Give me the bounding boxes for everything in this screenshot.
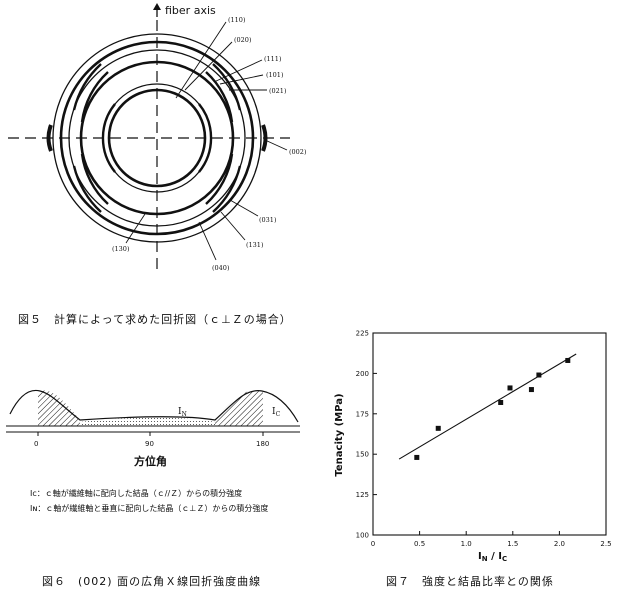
- fiber-axis-arrow-icon: [153, 3, 161, 17]
- y-tick-label: 200: [356, 370, 369, 378]
- figure5-diffraction-pattern: fiber axis: [8, 3, 307, 272]
- leader-040: [198, 221, 217, 261]
- y-tick-label: 150: [356, 451, 369, 459]
- leader-031: [229, 199, 259, 217]
- label-131: (131): [246, 241, 264, 249]
- ring-111: [79, 60, 235, 216]
- regression-line: [398, 353, 577, 460]
- ic-hatched-region-left: [38, 390, 80, 426]
- leader-131: [220, 211, 246, 241]
- y-tick-label: 100: [356, 532, 369, 540]
- x-axis-label: IN / IC: [478, 551, 507, 563]
- arc-reflection-left-1: [101, 103, 116, 173]
- arc-reflection-right-4: [212, 63, 242, 111]
- reflection-002-right-spot: [261, 124, 268, 152]
- data-point: [528, 387, 534, 393]
- y-tick-label: 225: [356, 330, 369, 338]
- leader-110: [175, 21, 227, 99]
- data-point: [536, 372, 542, 378]
- figure6-legend-in: Iɴ：ｃ軸が繊維軸と垂直に配向した結晶（ｃ⊥Ｚ）からの積分強度: [30, 504, 269, 513]
- label-031: (031): [259, 216, 277, 224]
- leader-130: [125, 213, 146, 244]
- arc-reflection-left-2: [80, 71, 109, 123]
- x-tick-label: 2.0: [554, 540, 565, 548]
- xlabel: 方位角: [134, 454, 167, 468]
- x-tick-label-0: 0: [34, 440, 38, 448]
- data-point: [498, 399, 504, 405]
- intensity-curve: [9, 389, 299, 423]
- label-040: (040): [212, 264, 230, 272]
- arc-reflection-right-1: [198, 103, 213, 173]
- arc-reflection-left-5: [72, 165, 102, 213]
- leader-101: [219, 74, 264, 85]
- label-in: IN: [178, 407, 187, 418]
- y-tick-label: 125: [356, 491, 369, 499]
- x-tick-label: 1.5: [507, 540, 518, 548]
- ring-outer: [52, 33, 262, 243]
- label-110: (110): [228, 16, 246, 24]
- x-tick-label: 0: [371, 540, 375, 548]
- x-tick-label: 2.5: [600, 540, 611, 548]
- label-ic: IC: [272, 407, 281, 418]
- x-tick-label: 1.0: [461, 540, 472, 548]
- figure6-legend-ic: Iᴄ：ｃ軸が繊維軸に配向した結晶（ｃ//Ｚ）からの積分強度: [30, 489, 243, 498]
- figure7-tenacity-chart: 0 0.5 1.0 1.5 2.0 2.5 100 125 150 175 200 225 Tenac…: [334, 330, 612, 564]
- label-101: (101): [266, 71, 284, 79]
- figure6-caption: 図６ (002) 面の広角Ｘ線回折強度曲線: [42, 575, 262, 588]
- leader-020: [184, 41, 233, 91]
- label-130: (130): [112, 245, 130, 253]
- in-shaded-region: [80, 417, 215, 426]
- leader-002: [264, 139, 288, 151]
- data-point: [435, 425, 441, 431]
- ring-101: [68, 49, 246, 227]
- leader-111: [213, 59, 263, 83]
- data-point: [414, 454, 420, 460]
- fiber-axis-label: fiber axis: [165, 4, 216, 17]
- x-tick-label-90: 90: [145, 440, 154, 448]
- label-002: (002): [289, 148, 307, 156]
- data-point: [507, 385, 513, 391]
- figure6-intensity-curve: 0 90 180 方位角 IN IC: [6, 389, 300, 468]
- reflection-002-left-spot: [46, 124, 53, 152]
- figure7-caption: 図７ 強度と結晶比率との関係: [386, 575, 554, 588]
- ic-hatched-region-right: [215, 390, 263, 426]
- y-axis-label: Tenacity (MPa): [334, 393, 345, 476]
- arc-reflection-right-2: [205, 71, 234, 123]
- x-tick-label: 0.5: [414, 540, 425, 548]
- label-021: (021): [269, 87, 287, 95]
- plot-frame: [372, 332, 607, 536]
- x-tick-label-180: 180: [256, 440, 269, 448]
- data-point: [565, 357, 571, 363]
- ring-021: [59, 40, 255, 236]
- figure5-caption: 図５ 計算によって求めた回折図（ｃ⊥Ｚの場合）: [18, 313, 292, 326]
- label-020: (020): [234, 36, 252, 44]
- label-111: (111): [264, 55, 282, 63]
- arc-reflection-right-3: [205, 153, 234, 205]
- arc-reflection-left-4: [72, 63, 102, 111]
- arc-reflection-left-3: [80, 153, 109, 205]
- arc-reflection-right-5: [212, 165, 242, 213]
- ring-110: [107, 88, 207, 188]
- y-tick-label: 175: [356, 410, 369, 418]
